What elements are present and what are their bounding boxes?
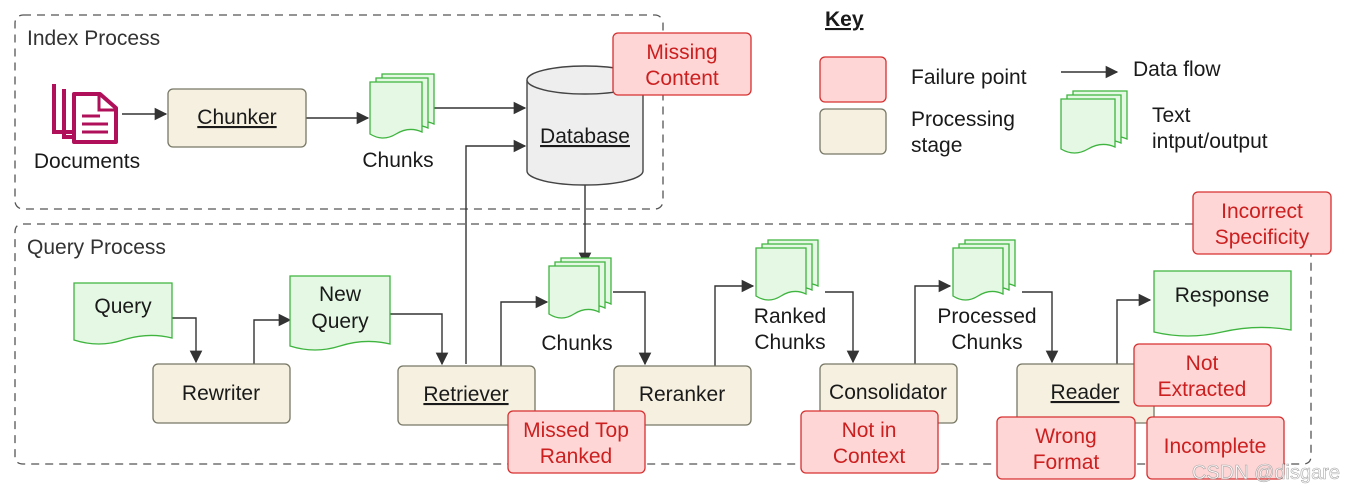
processed-chunks-label-line1: Processed [937,305,1036,328]
not-in-context-line2: Context [833,445,906,468]
missing-content-line1: Missing [646,41,717,64]
chunker-label: Chunker [197,106,276,129]
wrong-format-line1: Wrong [1035,425,1096,448]
index-process-region: Index Process [14,14,664,210]
index-process-label: Index Process [27,27,160,50]
failure-wrong-format: Wrong Format [996,416,1136,480]
failure-incomplete: Incomplete [1146,416,1285,480]
query-chunks-label: Chunks [541,332,612,355]
edge-consolidator-processedchunks [914,279,952,364]
text-page-sheet [755,247,807,301]
chunker-stage: Chunker [167,88,307,148]
legend-title: Key [825,8,864,31]
failure-not-in-context: Not in Context [800,410,939,474]
text-page-sheet [548,265,600,319]
data-flow-edges [122,101,1152,366]
edge-query-rewriter [172,317,203,364]
legend-text-io-line1: Text [1152,104,1191,127]
legend-stage-swatch [819,108,887,155]
incorrect-specificity-line1: Incorrect [1221,200,1303,223]
documents-label: Documents [34,150,140,173]
ranked-chunks-node: Ranked Chunks [754,239,826,354]
documents-node: Documents [34,84,140,173]
edge-retriever-chunks [500,295,549,366]
edge-reranker-rankedchunks [714,279,755,366]
database-label: Database [540,125,630,148]
query-process-label: Query Process [27,236,166,259]
text-document-stack-icon [952,239,1016,301]
query-chunks-node: Chunks [541,257,613,355]
text-page-sheet [369,81,423,139]
ranked-chunks-label-line2: Chunks [754,331,825,354]
edge-chunks-reranker [613,291,652,366]
retriever-stage: Retriever [397,365,536,426]
query-process-region: Query Process [14,223,1312,465]
failure-incorrect-specificity: Incorrect Specificity [1192,191,1332,255]
not-extracted-line1: Not [1186,352,1219,375]
consolidator-stage: Consolidator [819,363,958,424]
text-document-stack-icon [1060,90,1128,154]
edge-rewriter-newquery [253,313,292,364]
reranker-stage: Reranker [613,365,752,426]
legend-text-io-line2: intput/output [1152,130,1268,153]
edge-newquery-retriever [390,313,449,366]
text-document-stack-icon [548,257,612,319]
index-chunks-node: Chunks [362,73,435,172]
text-document-stack-icon [369,73,435,139]
legend-failure-label: Failure point [911,66,1027,89]
wrong-format-line2: Format [1033,451,1100,474]
index-chunks-label: Chunks [362,149,433,172]
query-node: Query [73,282,173,345]
incorrect-specificity-line2: Specificity [1215,226,1310,249]
query-label: Query [94,295,152,318]
legend-stage-label-line2: stage [911,134,962,157]
failure-missed-top-ranked: Missed Top Ranked [507,410,646,474]
response-node: Response [1153,270,1292,337]
failure-not-extracted: Not Extracted [1133,343,1272,407]
text-page-sheet [1060,98,1116,154]
edge-processedchunks-reader [1022,291,1059,364]
rewriter-stage: Rewriter [152,363,291,424]
legend-data-flow-label: Data flow [1133,58,1221,81]
rewriter-label: Rewriter [182,382,260,405]
reader-stage: Reader [1016,363,1155,424]
new-query-label-line1: New [319,283,362,306]
reranker-label: Reranker [639,383,725,406]
text-page-sheet [952,247,1004,301]
new-query-label-line2: Query [311,310,369,333]
documents-stack-icon [52,84,118,144]
retriever-label: Retriever [423,383,508,406]
not-extracted-line2: Extracted [1158,378,1247,401]
processed-chunks-node: Processed Chunks [937,239,1037,354]
processed-chunks-label-line2: Chunks [951,331,1022,354]
new-query-node: New Query [289,275,391,351]
legend-stage-label-line1: Processing [911,108,1015,131]
edge-retriever-database [465,139,527,364]
edge-reader-response [1116,293,1152,364]
failure-missing-content: Missing Content [612,32,752,96]
legend-failure-swatch [819,56,887,103]
missing-content-line2: Content [645,67,719,90]
response-label: Response [1175,284,1270,307]
legend: Key Failure point Processing stage Data … [819,8,1268,157]
not-in-context-line1: Not in [842,419,897,442]
text-document-stack-icon [755,239,819,301]
ranked-chunks-label-line1: Ranked [754,305,826,328]
incomplete-label: Incomplete [1164,435,1267,458]
missed-top-ranked-line1: Missed Top [523,419,629,442]
missed-top-ranked-line2: Ranked [540,445,612,468]
reader-label: Reader [1051,381,1120,404]
edge-rankedchunks-consolidator [825,291,860,364]
watermark: CSDN @disgare [1192,462,1340,484]
consolidator-label: Consolidator [829,381,947,404]
